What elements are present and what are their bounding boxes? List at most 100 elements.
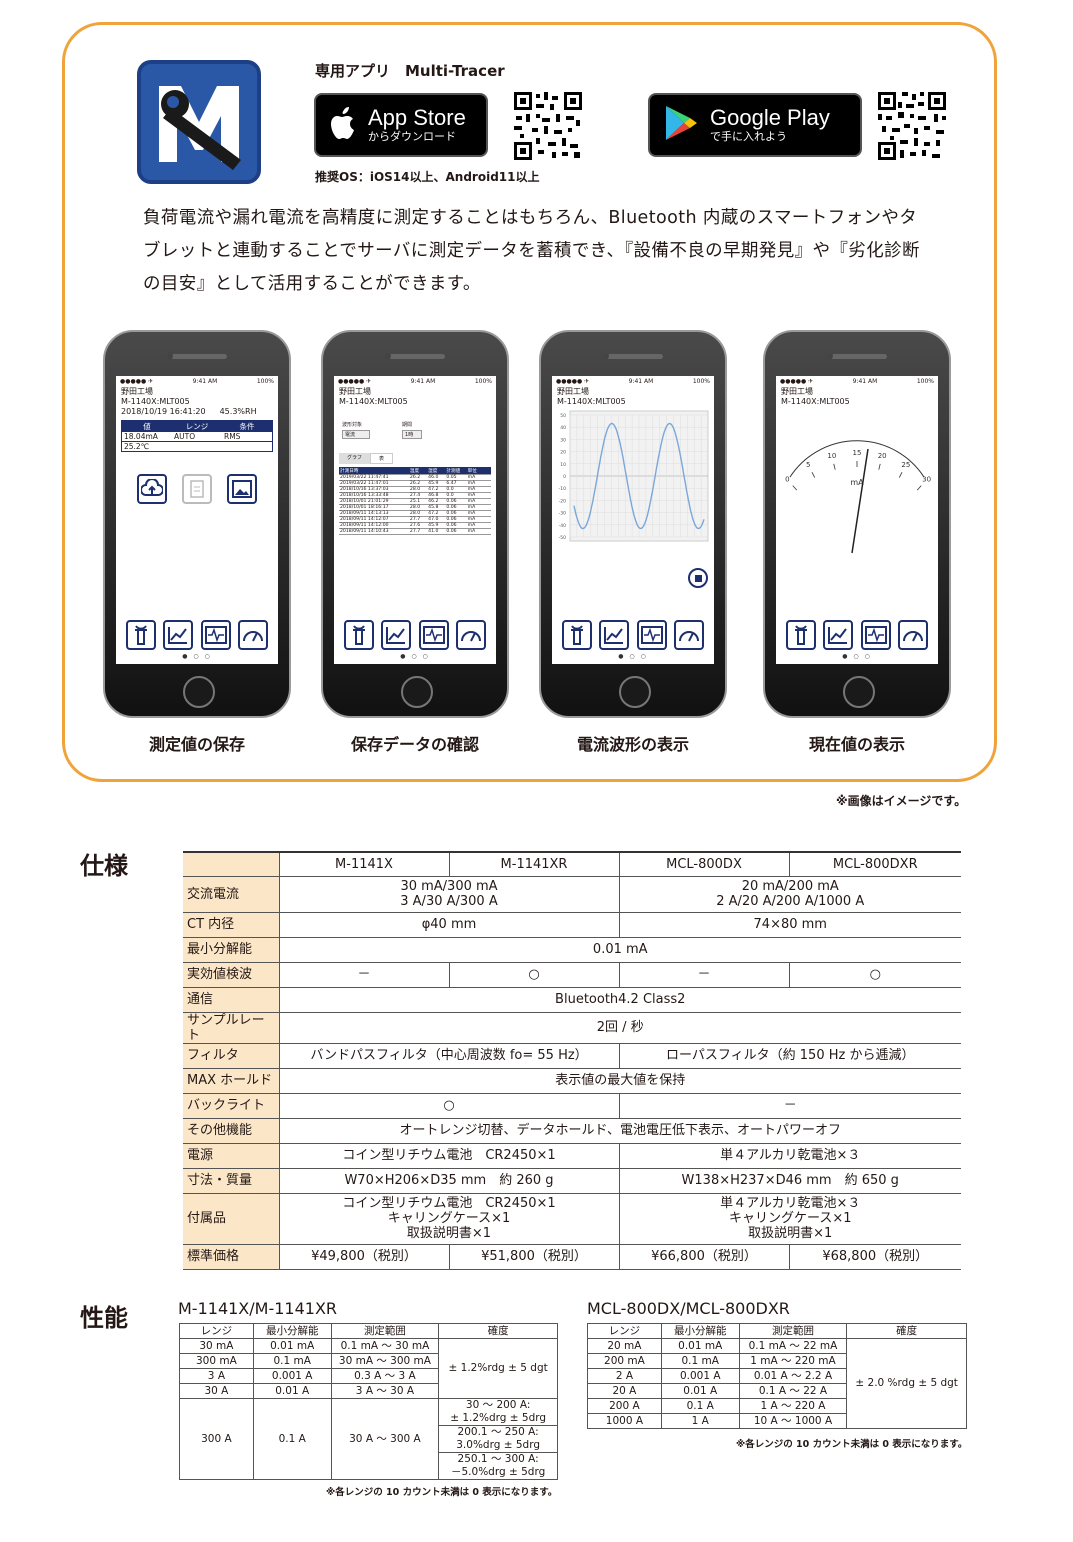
multi-tracer-app-icon[interactable] xyxy=(137,60,261,184)
home-button xyxy=(619,676,651,708)
page-indicator: ● ○ ○ xyxy=(182,653,212,660)
line-graph-icon[interactable] xyxy=(823,620,854,650)
spec-row-rms: 実効値検波 － ○ － ○ xyxy=(183,962,961,988)
google-play-sublabel: で手に入れよう xyxy=(710,130,787,143)
google-play-qr-code xyxy=(876,90,948,162)
site-name: 野田工場 xyxy=(557,387,589,396)
app-title: 専用アプリ Multi-Tracer xyxy=(315,62,505,80)
document-icon[interactable] xyxy=(181,474,212,504)
tab-table[interactable]: 表 xyxy=(370,453,394,464)
gauge-icon[interactable] xyxy=(898,620,929,650)
y-tick-label: -50 xyxy=(559,535,566,541)
stop-button[interactable] xyxy=(688,568,708,588)
spec-row-power: 電源 コイン型リチウム電池 CR2450×1 単４アルカリ乾電池×３ xyxy=(183,1143,961,1169)
gauge-needle xyxy=(851,448,869,554)
humidity: 45.3%RH xyxy=(219,407,257,416)
home-button xyxy=(401,676,433,708)
target-select[interactable]: 電流 xyxy=(342,430,371,439)
spec-row-size: 寸法・質量 W70×H206×D35 mm 約 260 g W138×H237×… xyxy=(183,1168,961,1194)
gauge-icon[interactable] xyxy=(674,620,705,650)
y-tick-label: -30 xyxy=(559,511,566,517)
apple-icon xyxy=(330,106,358,144)
line-graph-icon[interactable] xyxy=(163,620,194,650)
device-id: M-1140X:MLT005 xyxy=(339,397,408,406)
spec-row-backlight: バックライト ○ － xyxy=(183,1093,961,1119)
upload-cloud-icon[interactable] xyxy=(137,474,168,504)
clamp-meter-icon[interactable] xyxy=(343,620,374,650)
spec-section-title: 仕様 xyxy=(80,852,128,880)
device-id: M-1140X:MLT005 xyxy=(781,397,850,406)
page-indicator: ● ○ ○ xyxy=(400,653,430,660)
y-tick-label: 30 xyxy=(560,437,566,443)
y-tick-label: 0 xyxy=(563,474,566,480)
app-store-label: App Store xyxy=(368,105,466,130)
line-graph-icon[interactable] xyxy=(599,620,630,650)
page-indicator: ● ○ ○ xyxy=(618,653,648,660)
page-indicator: ● ○ ○ xyxy=(842,653,872,660)
gauge-tick-label: 5 xyxy=(806,461,810,469)
image-icon[interactable] xyxy=(226,474,257,504)
clamp-meter-icon[interactable] xyxy=(125,620,156,650)
gauge-icon[interactable] xyxy=(238,620,269,650)
app-store-badge[interactable]: App Store からダウンロード xyxy=(314,93,488,157)
gauge-tick-label: 15 xyxy=(853,449,862,457)
caption-gauge: 現在値の表示 xyxy=(808,735,905,754)
intro-paragraph: 負荷電流や漏れ電流を高精度に測定することはもちろん、Bluetooth 内蔵のス… xyxy=(143,208,920,294)
spec-row-other: その他機能 オートレンジ切替、データホールド、電池電圧低下表示、オートパワーオフ xyxy=(183,1118,961,1144)
app-store-sublabel: からダウンロード xyxy=(368,130,456,143)
google-play-badge[interactable]: Google Play で手に入れよう xyxy=(648,93,862,157)
device-id: M-1140X:MLT005 xyxy=(121,397,190,406)
gauge-icon[interactable] xyxy=(456,620,487,650)
spec-row-ct: CT 内径 φ40 mm 74×80 mm xyxy=(183,912,961,938)
caption-waveform: 電流波形の表示 xyxy=(576,735,689,754)
gauge-tick-label: 10 xyxy=(827,452,836,460)
waveform-icon[interactable] xyxy=(200,620,231,650)
spec-row-max: MAX ホールド 表示値の最大値を保持 xyxy=(183,1068,961,1094)
model-header: M-1141X xyxy=(278,851,449,877)
google-play-icon xyxy=(664,104,698,146)
home-button xyxy=(183,676,215,708)
waveform-icon[interactable] xyxy=(636,620,667,650)
os-requirement-note: 推奨OS：iOS14以上、Android11以上 xyxy=(315,170,540,184)
gauge-tick-label: 25 xyxy=(901,461,910,469)
clamp-meter-icon[interactable] xyxy=(561,620,592,650)
period-select[interactable]: 1時 xyxy=(402,430,423,439)
perf-left-note: ※各レンジの 10 カウント未満は 0 表示になります。 xyxy=(326,1487,558,1498)
y-tick-label: 50 xyxy=(560,413,566,419)
google-play-label: Google Play xyxy=(710,105,830,130)
waveform-icon[interactable] xyxy=(860,620,891,650)
waveform-icon[interactable] xyxy=(418,620,449,650)
gauge-tick-label: 30 xyxy=(922,476,931,484)
clamp-meter-icon[interactable] xyxy=(785,620,816,650)
spec-row-sample: サンプルレート 2回 / 秒 xyxy=(183,1012,961,1044)
home-button xyxy=(843,676,875,708)
model-header: MCL-800DXR xyxy=(788,851,961,877)
line-graph-icon[interactable] xyxy=(381,620,412,650)
gauge-unit: mA xyxy=(850,478,864,487)
tab-graph[interactable]: グラフ xyxy=(339,453,371,464)
perf-left-subtitle: M-1141X/M-1141XR xyxy=(178,1299,338,1318)
gauge-tick-label: 0 xyxy=(785,476,789,484)
app-store-qr-code xyxy=(512,90,584,162)
y-tick-label: 20 xyxy=(560,450,566,456)
